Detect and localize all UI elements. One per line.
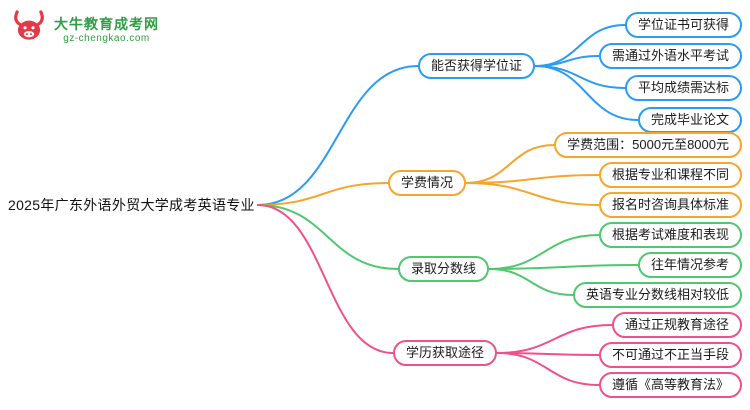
branch-node-degree: 能否获得学位证 xyxy=(418,53,536,79)
leaf-node: 平均成绩需达标 xyxy=(624,75,742,101)
leaf-node: 英语专业分数线相对较低 xyxy=(572,282,742,308)
leaf-node: 根据考试难度和表现 xyxy=(598,222,742,248)
logo-subtitle: gz-chengkao.com xyxy=(63,32,150,44)
leaf-node: 学位证书可获得 xyxy=(624,12,742,38)
logo-title: 大牛教育成考网 xyxy=(54,15,159,32)
leaf-node: 遵循《高等教育法》 xyxy=(598,372,742,398)
leaf-node: 根据专业和课程不同 xyxy=(598,162,742,188)
logo-text-block: 大牛教育成考网 gz-chengkao.com xyxy=(54,15,159,45)
leaf-node: 完成毕业论文 xyxy=(637,107,742,133)
branch-node-tuition: 学费情况 xyxy=(388,170,467,196)
leaf-node: 需通过外语水平考试 xyxy=(598,43,742,69)
leaf-node: 往年情况参考 xyxy=(637,252,742,278)
root-topic: 2025年广东外语外贸大学成考英语专业 xyxy=(8,197,255,213)
branch-node-scores: 录取分数线 xyxy=(398,256,490,282)
bull-logo-icon xyxy=(10,8,48,51)
leaf-node: 不可通过不正当手段 xyxy=(598,342,742,368)
leaf-node: 报名时咨询具体标准 xyxy=(598,192,742,218)
leaf-node: 通过正规教育途径 xyxy=(611,312,742,338)
leaf-node: 学费范围：5000元至8000元 xyxy=(554,132,742,158)
branch-node-pathway: 学历获取途径 xyxy=(393,340,498,366)
site-logo: 大牛教育成考网 gz-chengkao.com xyxy=(10,8,159,51)
